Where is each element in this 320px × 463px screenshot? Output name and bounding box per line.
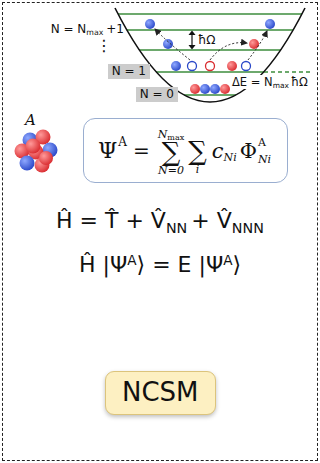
formula-symbol: c	[212, 139, 224, 163]
hamiltonian-group: Ĥ = T̂ + V̂NN+ V̂NNN	[56, 208, 264, 233]
formula-symbol: Φ	[240, 139, 257, 163]
schrodinger-equation-group: Ĥ |ΨA⟩ = E |ΨA⟩	[79, 252, 241, 277]
schrodinger-equation: ⟩ = E |Ψ	[137, 252, 224, 277]
formula-symbol: A	[258, 137, 266, 148]
formula-symbol: Ni	[258, 154, 271, 165]
level-label: N = N	[51, 22, 87, 36]
hamiltonian: Ĥ = T̂ + V̂	[56, 208, 166, 233]
ellipsis: ⋮	[96, 36, 112, 55]
formula-stack: ∑i	[188, 124, 207, 177]
level-label: N = 0	[140, 87, 174, 102]
formula-symbol: N=0	[158, 165, 184, 176]
level-tag: N = 0	[136, 87, 178, 102]
hamiltonian: NN	[166, 220, 187, 236]
formula-symbol: Ni	[224, 151, 237, 164]
sum-limit: Nmax	[158, 125, 185, 139]
formula-symbol: ∑	[162, 139, 181, 165]
level-tag: N = 1	[108, 64, 150, 79]
spacing-label-group: ħΩ	[198, 33, 216, 47]
wavefunction-box: ΨA=Nmax∑N=0∑icNiΦANi	[83, 118, 288, 183]
energy-label: ħΩ	[291, 75, 308, 89]
level-label: N = 1	[112, 64, 146, 79]
schrodinger-equation: ⟩	[233, 252, 242, 277]
formula-symbol: i	[196, 164, 200, 177]
schrodinger-equation: A	[223, 252, 232, 268]
schrodinger-equation: A	[127, 252, 136, 268]
formula-symbol: Ψ	[98, 138, 117, 163]
formula-row: ΨA=Nmax∑N=0∑icNiΦANi	[98, 124, 273, 177]
hamiltonian: NNN	[232, 220, 264, 236]
ellipsis-group: ⋮	[96, 36, 112, 55]
formula-stack: Nmax∑N=0	[158, 125, 185, 176]
mass-number-group: A	[25, 111, 36, 129]
level-label: +1	[106, 22, 124, 36]
spacing-label: ħΩ	[198, 33, 216, 47]
method-name: NCSM	[122, 378, 199, 408]
hamiltonian: + V̂	[191, 208, 231, 233]
formula-stack: A Ni	[258, 137, 271, 165]
mass-number: A	[25, 111, 36, 129]
formula-symbol: A	[118, 135, 127, 149]
energy-label-group: ΔE = NmaxħΩ	[230, 75, 310, 89]
method-badge: NCSM	[105, 371, 216, 415]
formula-symbol: ∑	[188, 138, 207, 164]
energy-label: max	[273, 81, 289, 90]
level-label-group: N = Nmax+1	[51, 22, 124, 36]
schrodinger-equation: Ĥ |Ψ	[79, 252, 127, 277]
energy-label: ΔE = N	[232, 75, 273, 89]
formula-symbol: =	[133, 139, 150, 163]
